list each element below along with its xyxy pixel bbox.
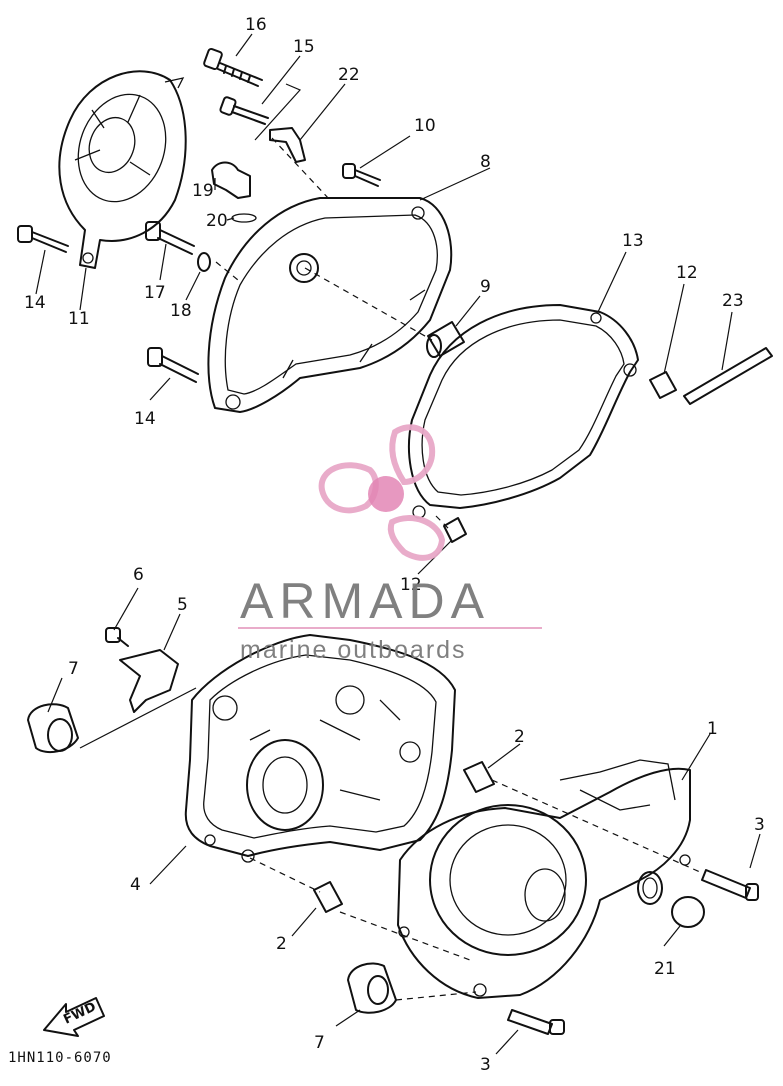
callout-18: 18 [170,301,192,321]
dowel-12b-part [443,517,467,543]
pin-23-part [683,347,773,405]
watermark-tagline: marine outboards [240,636,467,664]
callout-2b: 2 [276,934,287,954]
oring-plug-part [637,871,663,905]
part-code: 1HN110-6070 [8,1050,112,1066]
dowel-2b-part [313,881,343,913]
callout-13: 13 [622,231,644,251]
armada-watermark: ARMADA marine outboards [238,424,542,664]
callout-22: 22 [338,65,360,85]
bolt-6-part [105,627,129,647]
dowel-12a-part [649,371,677,399]
callout-8: 8 [480,152,491,172]
callout-7b: 7 [314,1033,325,1053]
bolt-14a-part [17,225,69,253]
seal-21-part [671,896,705,928]
watermark-brand: ARMADA [240,573,490,629]
bolt-10-part [342,163,381,187]
callout-12a: 12 [676,263,698,283]
callout-9: 9 [480,277,491,297]
bolt-14b-part [147,347,199,383]
callout-7a: 7 [68,659,79,679]
bracket-22-part [269,127,306,163]
crankcase-right-part [397,759,691,999]
bolt-3a-part [701,869,759,901]
callout-6: 6 [133,565,144,585]
bracket-5-part [119,649,179,713]
callout-3a: 3 [754,815,765,835]
callout-21: 21 [654,959,676,979]
callout-14b: 14 [134,409,156,429]
bolt-3b-part [507,1009,565,1035]
oring-20-part [231,213,257,223]
washer-18-part [197,252,211,272]
callout-23: 23 [722,291,744,311]
bushing-9-part [426,321,465,358]
callout-1: 1 [707,719,718,739]
callout-16: 16 [245,15,267,35]
bolt-15-part [219,96,269,125]
callout-11: 11 [68,309,90,329]
plug-19-part [211,161,251,199]
forward-arrow-icon: FWD [43,997,105,1037]
callout-labels: 16 15 22 10 8 19 20 17 18 14 11 9 13 12 … [24,15,765,1075]
callout-19: 19 [192,181,214,201]
propeller-logo-icon [318,424,446,561]
callout-3b: 3 [480,1055,491,1075]
alignment-lines [215,137,701,1001]
dowel-2a-part [463,761,495,793]
bolt-16-part [203,47,263,87]
callout-14a: 14 [24,293,46,313]
leader-lines [35,33,761,1055]
crankcase-cover-part [207,197,453,413]
bolt-17-part [145,221,195,255]
callout-20: 20 [206,211,228,231]
crankcase-left-part [184,634,456,863]
callout-12b: 12 [400,575,422,595]
gasket-part [408,304,639,519]
callout-4: 4 [130,875,141,895]
callout-10: 10 [414,116,436,136]
callout-15: 15 [293,37,315,57]
mount-7b-part [347,962,397,1014]
callout-17: 17 [144,283,166,303]
callout-5: 5 [177,595,188,615]
mount-7a-part [27,703,79,754]
callout-2a: 2 [514,727,525,747]
flywheel-cover-part [58,70,187,269]
